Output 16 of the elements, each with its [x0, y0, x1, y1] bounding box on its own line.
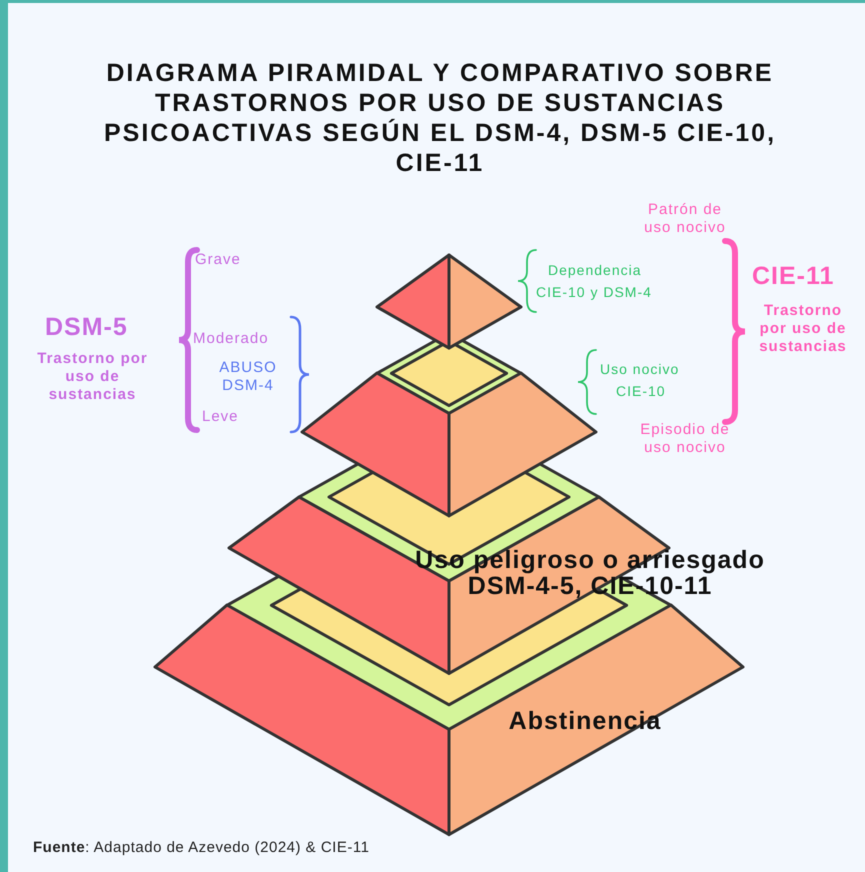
brace-label: Uso nocivo [600, 361, 680, 378]
classification-subtitle: Trastorno por uso de sustancias [36, 350, 149, 404]
source-note: Fuente: Adaptado de Azevedo (2024) & CIE-11 [33, 839, 370, 856]
title: DIAGRAMA PIRAMIDAL Y COMPARATIVO SOBRE TRASTORNOS POR USO DE SUSTANCIAS PSICOACTIVAS SEGÚN EL DSM-4, DSM-5 CIE-10, CIE-11 [102, 58, 778, 178]
brace-label: CIE-10 y DSM-4 [536, 284, 653, 301]
brace-label: ABUSO DSM-4 [218, 359, 278, 395]
classification-heading: DSM-5 [45, 313, 129, 341]
severity-label: Grave [195, 251, 242, 269]
brace-label: Patrón de uso nocivo [643, 201, 727, 237]
severity-label: Leve [202, 408, 240, 426]
classification-heading: CIE-11 [752, 262, 836, 290]
brace-label: Dependencia [548, 262, 643, 279]
brace-label: Episodio de uso nocivo [639, 421, 731, 457]
severity-label: Moderado [193, 330, 270, 348]
classification-subtitle: Trastorno por uso de sustancias [758, 302, 848, 356]
brace-label: CIE-10 [616, 383, 667, 400]
